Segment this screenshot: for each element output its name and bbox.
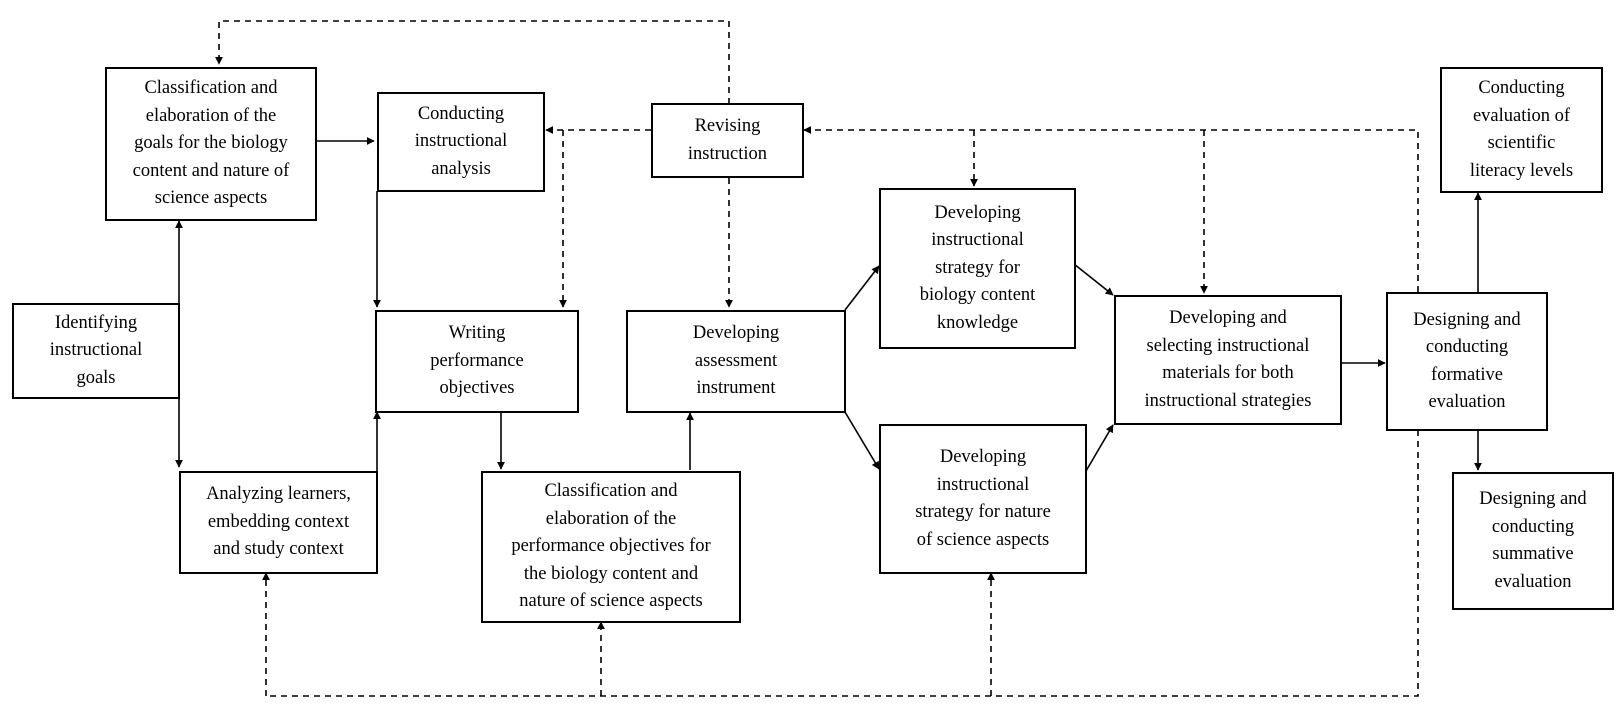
box-developing-assessment: Developing assessment instrument (626, 310, 846, 413)
box-materials: Developing and selecting instructional m… (1114, 295, 1342, 425)
box-analyzing-learners: Analyzing learners, embedding context an… (179, 471, 378, 574)
box-scientific-literacy: Conducting evaluation of scientific lite… (1440, 67, 1603, 193)
box-conducting-analysis: Conducting instructional analysis (377, 92, 545, 192)
box-classification-goals: Classification and elaboration of the go… (105, 67, 317, 221)
box-strategy-biology-label: Developing instructional strategy for bi… (919, 202, 1036, 333)
box-classification-objectives: Classification and elaboration of the pe… (481, 471, 741, 623)
dashed-formative-bottom-loop (266, 430, 1419, 697)
box-analyzing-learners-label: Analyzing learners, embedding context an… (206, 484, 351, 560)
arrow-strategy-biology-to-materials (1073, 263, 1114, 296)
box-writing-objectives: Writing performance objectives (375, 310, 579, 413)
arrow-strategy-nos-to-materials (1085, 424, 1114, 472)
box-scientific-literacy-label: Conducting evaluation of scientific lite… (1469, 78, 1574, 181)
box-materials-label: Developing and selecting instructional m… (1144, 308, 1312, 411)
box-identifying-goals-label: Identifying instructional goals (49, 312, 143, 388)
arrow-assessment-to-strategy-biology (844, 265, 880, 311)
box-strategy-nos-label: Developing instructional strategy for na… (915, 447, 1051, 550)
box-formative-label: Designing and conducting formative evalu… (1413, 309, 1521, 413)
box-revising-instruction: Revising instruction (651, 103, 804, 178)
box-strategy-nos: Developing instructional strategy for na… (879, 424, 1087, 574)
box-developing-assessment-label: Developing assessment instrument (692, 323, 780, 399)
box-formative: Designing and conducting formative evalu… (1386, 292, 1548, 431)
box-strategy-biology: Developing instructional strategy for bi… (879, 188, 1076, 349)
box-summative-label: Designing and conducting summative evalu… (1479, 489, 1587, 592)
box-conducting-analysis-label: Conducting instructional analysis (414, 103, 508, 179)
box-summative: Designing and conducting summative evalu… (1452, 472, 1614, 610)
box-revising-instruction-label: Revising instruction (687, 116, 768, 164)
arrow-assessment-to-strategy-nos (844, 411, 880, 470)
box-writing-objectives-label: Writing performance objectives (430, 323, 524, 399)
box-classification-objectives-label: Classification and elaboration of the pe… (511, 481, 711, 612)
box-classification-goals-label: Classification and elaboration of the go… (132, 78, 290, 209)
box-identifying-goals: Identifying instructional goals (12, 303, 180, 399)
